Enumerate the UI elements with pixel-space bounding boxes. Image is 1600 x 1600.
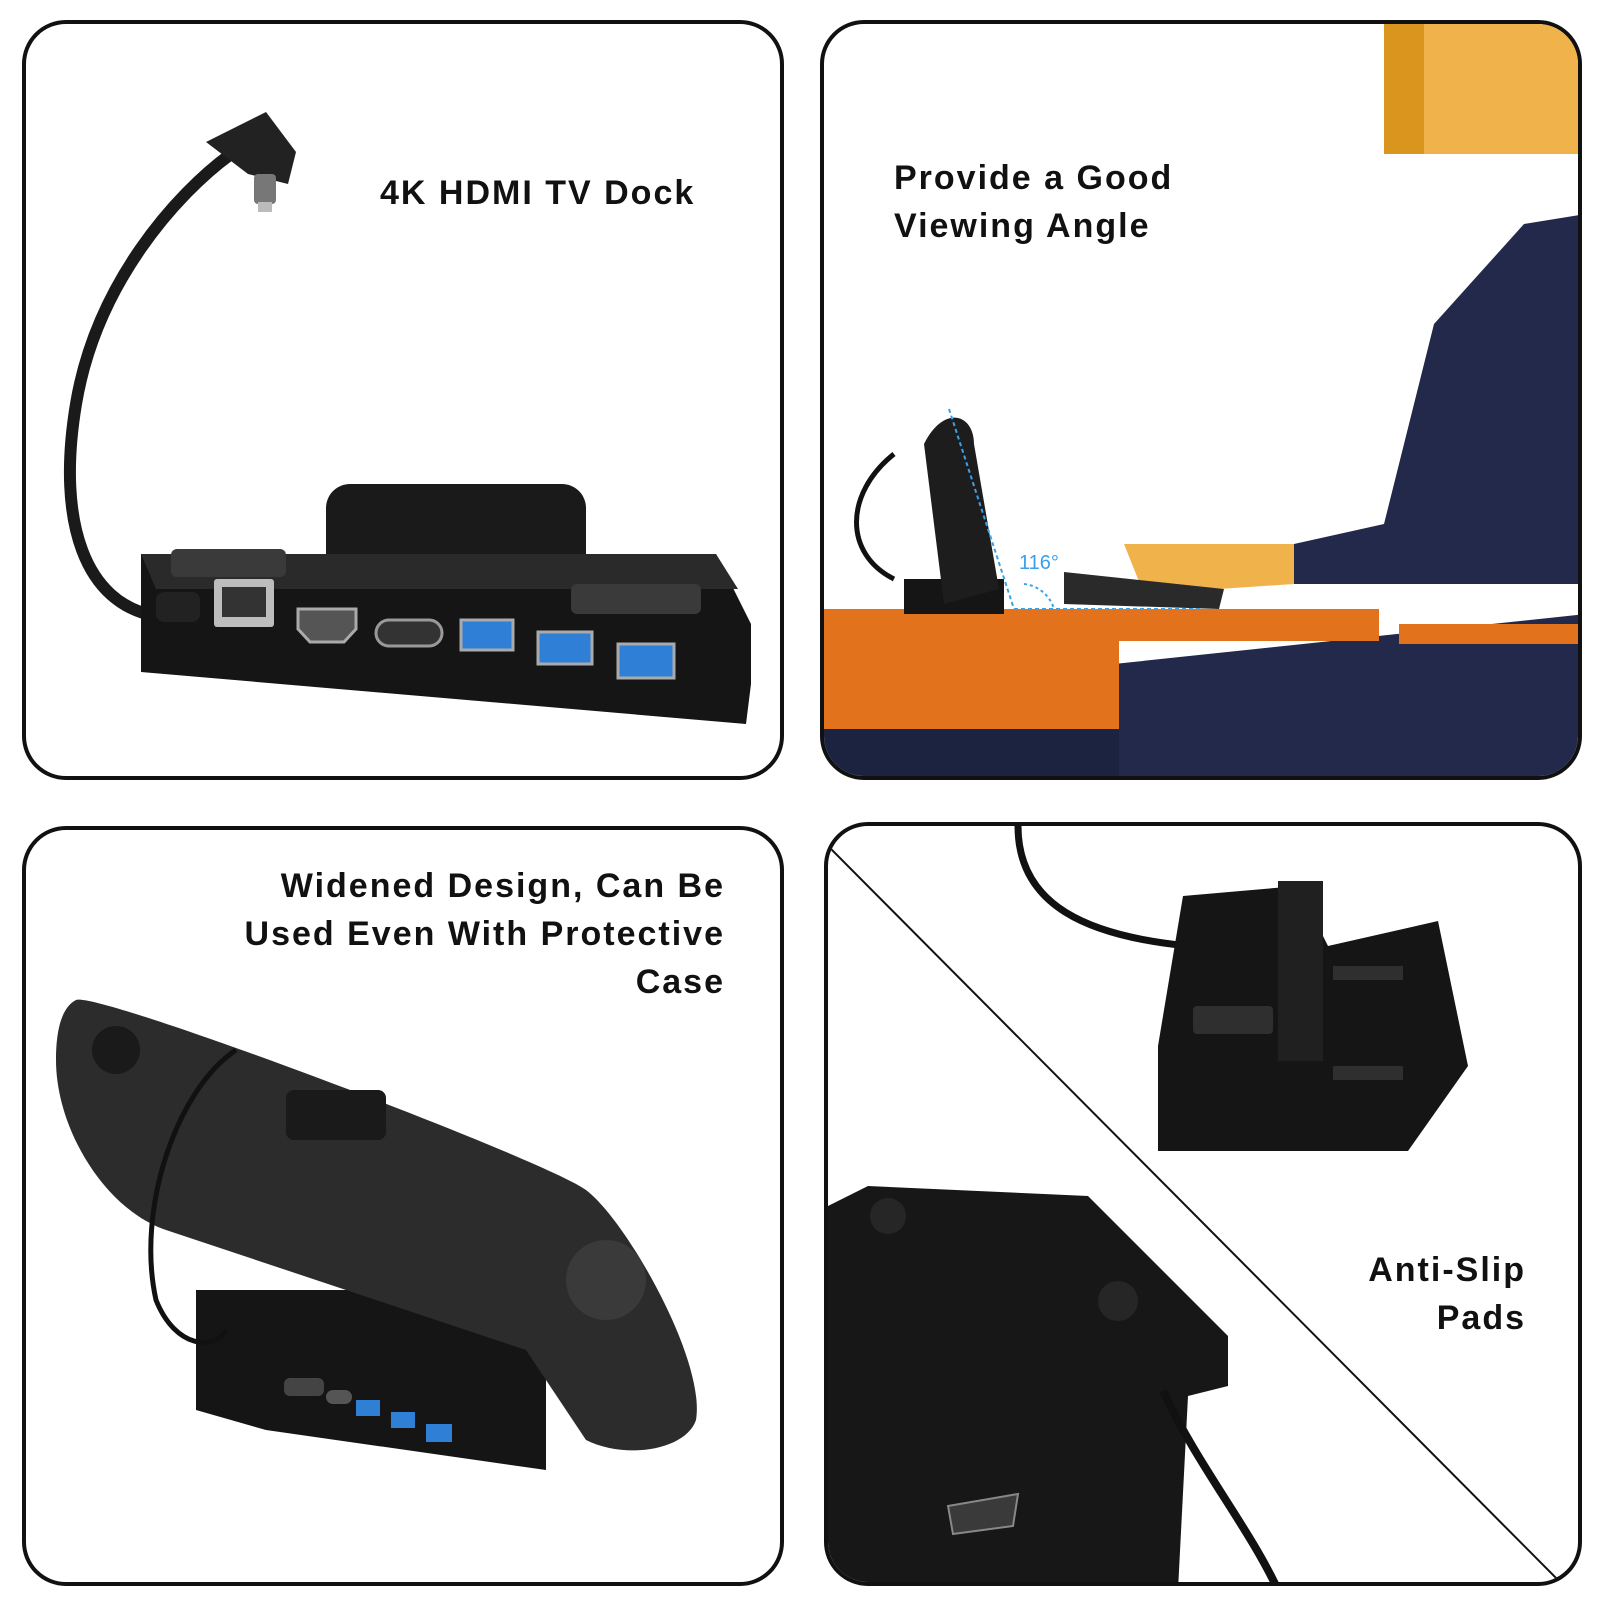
angle-label: 116° [1019, 552, 1059, 574]
usb-a-port-3 [616, 642, 676, 680]
charging-cable [148, 1047, 238, 1345]
dock-body [141, 484, 751, 724]
handheld-console-case [56, 999, 697, 1451]
device-on-dock [854, 417, 1004, 614]
dock-under-device [196, 1290, 546, 1470]
usb-a-port-2 [536, 630, 594, 666]
anti-slip-pad-1 [870, 1198, 906, 1234]
desk [824, 609, 1578, 776]
panel-widened-design: Widened Design, Can Be Used Even With Pr… [22, 826, 784, 1586]
caption-viewing-angle: Provide a Good Viewing Angle [894, 159, 1174, 245]
angle-indicator [948, 408, 1204, 610]
usb-c-plug [206, 112, 296, 212]
ethernet-port [214, 579, 274, 627]
panel-anti-slip: Anti-Slip Pads [824, 822, 1582, 1586]
usb-a-port-1 [459, 618, 515, 652]
anti-slip-pad-2 [1098, 1281, 1138, 1321]
caption-tv-dock: 4K HDMI TV Dock [380, 174, 696, 212]
cable-top [1014, 826, 1189, 950]
panel-tv-dock: 4K HDMI TV Dock [22, 20, 784, 780]
cable-bottom [1159, 1389, 1279, 1582]
seated-person [1114, 24, 1578, 776]
dock-side-view [1158, 881, 1468, 1151]
dock-bottom-view [828, 1186, 1228, 1582]
hdmi-port [296, 607, 358, 644]
caption-widened-design: Widened Design, Can Be Used Even With Pr… [244, 867, 725, 1001]
dock-front-photo [64, 112, 751, 724]
anti-slip-photo [828, 826, 1562, 1582]
viewing-angle-illustration: 116° [824, 24, 1578, 776]
diagonal-divider [828, 845, 1562, 1582]
keyboard [1064, 572, 1224, 609]
device-with-case-photo [56, 999, 697, 1470]
caption-anti-slip: Anti-Slip Pads [1368, 1251, 1526, 1337]
panel-viewing-angle: 116° Provide a Good Viewing Angle [820, 20, 1582, 780]
usb-c-port [374, 618, 444, 648]
usb-c-cable [64, 148, 237, 622]
